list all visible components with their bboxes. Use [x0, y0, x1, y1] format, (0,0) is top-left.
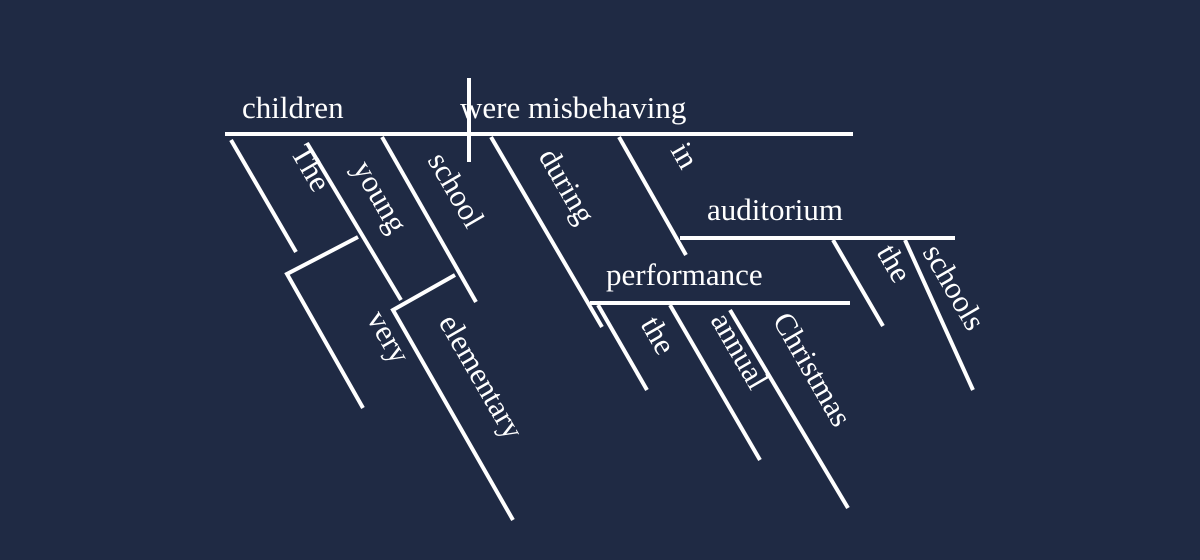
modifier-line-young: [305, 141, 403, 302]
modifier-line-the-2: [596, 304, 649, 391]
modifier-the-auditorium: the: [870, 238, 919, 288]
object-performance: performance: [606, 257, 763, 292]
modifier-christmas: Christmas: [766, 306, 859, 432]
predicate-word: were misbehaving: [460, 90, 686, 125]
modifier-elementary: elementary: [432, 308, 531, 445]
subject-word: children: [242, 90, 344, 125]
modifier-line-the-3: [831, 238, 885, 328]
modifier-line-christmas: [728, 308, 850, 510]
preposition-line-during: [489, 135, 604, 329]
modifier-line-school: [380, 136, 478, 303]
modifier-line-elementary: [390, 273, 515, 521]
preposition-line-in: [617, 136, 688, 256]
adverb-line-very: [284, 235, 365, 409]
preposition-in: in: [664, 136, 707, 175]
modifier-line-the: [229, 138, 298, 254]
object-auditorium: auditorium: [707, 192, 843, 227]
modifier-line-schools: [903, 239, 975, 391]
preposition-during: during: [532, 142, 603, 230]
modifier-line-annual: [668, 303, 762, 462]
